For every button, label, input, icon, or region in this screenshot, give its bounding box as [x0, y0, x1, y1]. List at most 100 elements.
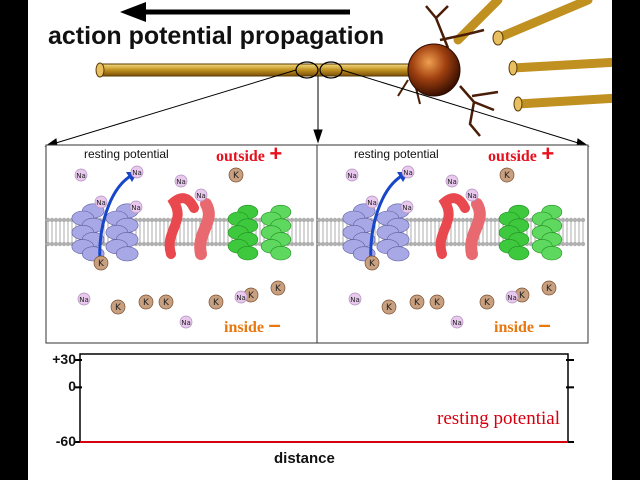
sodium-ion: Na [348, 292, 362, 306]
ion-symbol: Na [507, 294, 517, 302]
sodium-ion: Na [74, 168, 88, 182]
potential-graph [74, 353, 574, 443]
sodium-channel-icon [435, 193, 486, 260]
ion-symbol: Na [196, 192, 206, 200]
potassium-ion: K [270, 280, 286, 296]
potassium-ion: K [158, 294, 174, 310]
ion-symbol: K [213, 298, 220, 308]
neuron-icon [397, 5, 499, 137]
left-arrow-icon [120, 2, 350, 22]
ion-symbol: Na [467, 192, 477, 200]
minus-sign: – [268, 312, 281, 337]
potassium-ion: K [110, 299, 126, 315]
y-tick-label: -60 [55, 433, 76, 449]
outside-label: outside + [216, 143, 282, 166]
sodium-ion: Na [465, 188, 479, 202]
ion-symbol: K [546, 284, 553, 294]
potassium-ion: K [364, 255, 380, 271]
potassium-ion: K [208, 294, 224, 310]
ion-symbol: Na [181, 319, 191, 327]
sodium-ion: Na [174, 174, 188, 188]
ion-symbol: Na [452, 319, 462, 327]
ion-symbol: K [233, 171, 240, 181]
ion-symbol: K [275, 284, 282, 294]
ion-symbol: K [248, 291, 255, 301]
potassium-ion: K [429, 294, 445, 310]
inside-label: inside – [494, 314, 551, 337]
panel-label: resting potential [84, 147, 169, 161]
plus-sign: + [541, 141, 555, 166]
y-axis-ticks: +30 0 -60 [28, 348, 76, 454]
ion-symbol: Na [79, 296, 89, 304]
ion-symbol: Na [402, 204, 412, 212]
zoom-connectors [44, 69, 590, 147]
sodium-ion: Na [94, 195, 108, 209]
potassium-channel-icon [531, 204, 563, 261]
potassium-ion: K [93, 255, 109, 271]
inside-word: inside [494, 319, 535, 336]
axon [95, 62, 439, 78]
potassium-ion: K [228, 167, 244, 183]
ion-symbol: K [369, 259, 376, 269]
sodium-ion: Na [505, 290, 519, 304]
potassium-ion: K [381, 299, 397, 315]
ion-symbol: Na [236, 294, 246, 302]
potassium-ion: K [514, 287, 530, 303]
ion-symbol: K [414, 298, 421, 308]
plus-sign: + [269, 141, 283, 166]
ion-symbol: K [163, 298, 170, 308]
page-title: action potential propagation [48, 22, 385, 50]
ion-symbol: Na [367, 199, 377, 207]
outside-word: outside [488, 148, 537, 165]
sodium-ion: Na [450, 315, 464, 329]
ion-symbol: Na [350, 296, 360, 304]
potassium-channel-icon [260, 204, 292, 261]
ion-symbol: K [115, 303, 122, 313]
y-tick-label: +30 [52, 351, 76, 367]
potassium-ion: K [479, 294, 495, 310]
ion-symbol: Na [176, 178, 186, 186]
sodium-ion: Na [365, 195, 379, 209]
ion-symbol: K [434, 298, 441, 308]
sodium-ion: Na [345, 168, 359, 182]
ion-pump-icon [71, 203, 105, 262]
potassium-ion: K [243, 287, 259, 303]
sodium-ion: Na [129, 200, 143, 214]
ion-symbol: K [98, 259, 105, 269]
sodium-ion: Na [77, 292, 91, 306]
ion-symbol: Na [403, 169, 413, 177]
outside-label: outside + [488, 143, 554, 166]
potassium-ion: K [138, 294, 154, 310]
y-tick-label: 0 [68, 378, 76, 395]
ion-symbol: Na [132, 169, 142, 177]
panel-label: resting potential [354, 147, 439, 161]
sodium-channel-icon [164, 193, 215, 260]
ion-symbol: Na [447, 178, 457, 186]
inside-label: inside – [224, 314, 281, 337]
ion-symbol: Na [131, 204, 141, 212]
inside-word: inside [224, 319, 265, 336]
outside-word: outside [216, 148, 265, 165]
potassium-channel-icon [498, 204, 530, 261]
sodium-ion: Na [194, 188, 208, 202]
ion-symbol: K [519, 291, 526, 301]
potassium-ion: K [541, 280, 557, 296]
sodium-ion: Na [179, 315, 193, 329]
x-axis-label: distance [274, 450, 335, 467]
potassium-ion: K [409, 294, 425, 310]
curve-label: resting potential [437, 408, 560, 429]
ion-symbol: K [386, 303, 393, 313]
sodium-ion: Na [234, 290, 248, 304]
ion-symbol: Na [347, 172, 357, 180]
sodium-ion: Na [445, 174, 459, 188]
neighbor-axons [453, 0, 612, 112]
sodium-ion: Na [400, 200, 414, 214]
ion-symbol: K [143, 298, 150, 308]
ion-symbol: Na [96, 199, 106, 207]
minus-sign: – [538, 312, 551, 337]
ion-symbol: K [484, 298, 491, 308]
